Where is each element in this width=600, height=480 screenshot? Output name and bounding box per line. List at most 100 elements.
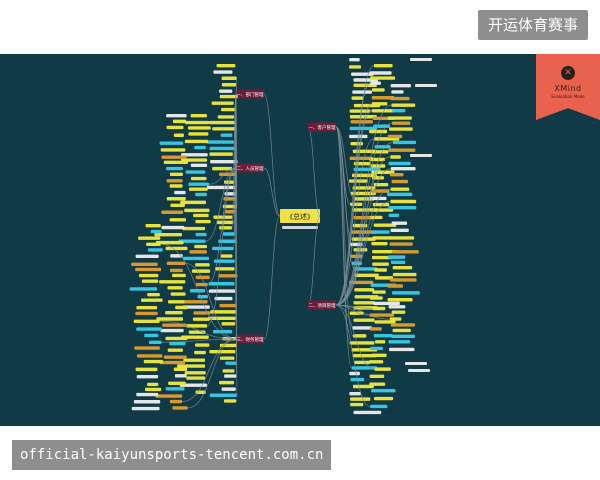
- leaf-node: [195, 219, 211, 224]
- leaf-node: [389, 347, 415, 352]
- leaf-node: [189, 250, 207, 254]
- leaf-node: [369, 327, 382, 331]
- leaf-node: [388, 205, 417, 210]
- branch-connector: [263, 167, 281, 217]
- leaf-node: [195, 232, 207, 237]
- leaf-node: [353, 410, 382, 415]
- leaf-node: [371, 242, 388, 246]
- leaf-connector: [335, 82, 371, 306]
- leaf-node: [219, 356, 235, 360]
- leaf-node: [352, 149, 376, 154]
- leaf-node: [221, 76, 237, 80]
- leaf-connector: [335, 126, 355, 270]
- leaf-node: [225, 361, 237, 365]
- leaf-node: [371, 189, 390, 193]
- leaf-node: [392, 328, 411, 333]
- leaf-node: [371, 255, 393, 260]
- leaf-node: [159, 141, 184, 145]
- leaf-node: [390, 84, 411, 88]
- leaf-connector: [335, 122, 393, 306]
- leaf-node: [390, 260, 406, 265]
- leaf-node: [388, 236, 415, 240]
- leaf-node: [387, 116, 412, 120]
- leaf-node: [190, 163, 208, 167]
- leaf-node: [209, 146, 235, 151]
- leaf-node: [352, 384, 374, 389]
- leaf-node: [390, 199, 417, 204]
- leaf-node: [223, 399, 237, 403]
- leaf-node: [197, 295, 208, 299]
- leaf-node: [169, 268, 183, 273]
- leaf-connector: [335, 304, 375, 370]
- leaf-node: [369, 313, 394, 317]
- leaf-node: [213, 259, 235, 263]
- leaf-node: [349, 311, 364, 315]
- leaf-node: [390, 228, 409, 233]
- leaf-node: [134, 346, 160, 350]
- leaf-node: [161, 155, 187, 159]
- leaf-node: [353, 301, 375, 305]
- branch-node: [236, 334, 264, 344]
- leaf-node: [137, 354, 163, 358]
- leaf-node: [194, 145, 206, 150]
- leaf-node: [190, 114, 207, 118]
- leaf-connector: [335, 201, 391, 306]
- leaf-connector: [335, 126, 354, 337]
- leaf-node: [352, 326, 373, 330]
- leaf-node: [190, 176, 207, 181]
- annotation-node: [405, 362, 427, 365]
- leaf-node: [209, 393, 237, 397]
- leaf-connector: [159, 320, 237, 340]
- leaf-node: [144, 333, 159, 338]
- leaf-node: [131, 262, 158, 266]
- leaf-connector: [235, 77, 238, 95]
- leaf-node: [391, 334, 415, 338]
- leaf-node: [195, 343, 210, 347]
- leaf-node: [183, 358, 206, 362]
- leaf-node: [219, 89, 233, 93]
- leaf-node: [354, 273, 379, 277]
- leaf-node: [391, 103, 416, 107]
- leaf-node: [371, 388, 396, 393]
- leaf-connector: [231, 93, 237, 229]
- leaf-node: [218, 274, 238, 278]
- ribbon-subtitle: Evaluation Mode: [551, 94, 585, 99]
- branch-label: 一、客户管理: [309, 124, 336, 131]
- leaf-node: [212, 166, 233, 171]
- leaf-node: [166, 261, 186, 265]
- leaf-node: [369, 157, 385, 162]
- leaf-node: [374, 268, 387, 272]
- branch-connector: [263, 93, 281, 217]
- leaf-node: [212, 329, 233, 334]
- leaf-node: [350, 120, 373, 124]
- leaf-node: [141, 279, 159, 283]
- leaf-node: [135, 267, 162, 272]
- leaf-node: [154, 232, 183, 237]
- leaf-node: [138, 273, 159, 278]
- leaf-node: [373, 64, 393, 68]
- leaf-node: [353, 216, 375, 220]
- branch-label: 二、人员管理: [237, 165, 264, 172]
- leaf-node: [177, 364, 206, 368]
- top-right-badge: 开运体育赛事: [477, 10, 588, 40]
- leaf-node: [371, 230, 390, 234]
- leaf-node: [372, 306, 386, 311]
- leaf-node: [138, 236, 161, 240]
- leaf-node: [195, 282, 208, 287]
- leaf-node: [353, 167, 381, 171]
- leaf-node: [167, 348, 183, 352]
- leaf-node: [371, 208, 394, 212]
- leaf-node: [169, 184, 183, 188]
- leaf-node: [169, 172, 183, 177]
- leaf-node: [374, 320, 396, 324]
- leaf-node: [351, 237, 376, 241]
- leaf-node: [391, 310, 406, 314]
- leaf-node: [160, 328, 184, 333]
- leaf-node: [145, 387, 162, 392]
- leaf-node: [369, 382, 386, 386]
- leaf-node: [188, 132, 209, 136]
- central-topic-label: 《总述》: [286, 212, 314, 221]
- leaf-node: [349, 65, 361, 69]
- leaf-node: [166, 179, 183, 183]
- leaf-node: [145, 224, 161, 228]
